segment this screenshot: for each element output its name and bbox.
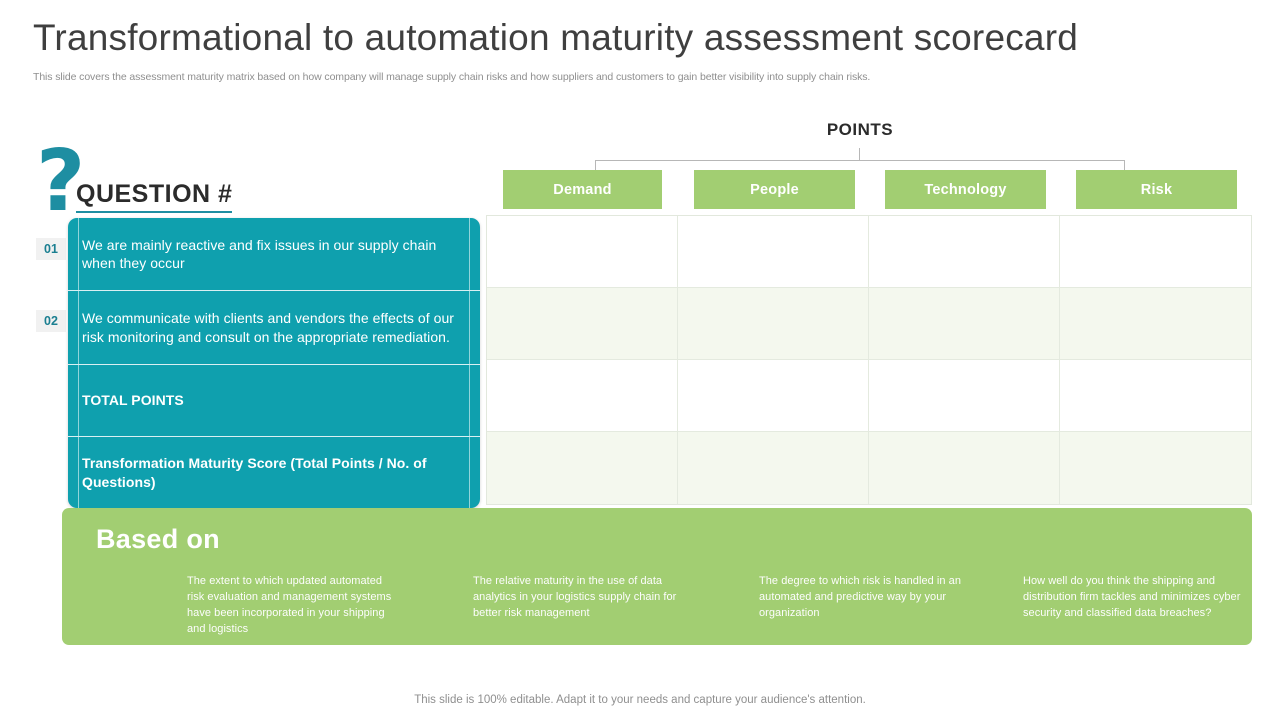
row-number-badge-02: 02: [36, 310, 66, 332]
bracket-right-tick: [1124, 160, 1125, 170]
grid-cell[interactable]: [678, 288, 869, 360]
panel-right-edge-line: [469, 218, 470, 508]
column-header-people[interactable]: People: [694, 170, 855, 209]
grid-cell[interactable]: [869, 360, 1060, 432]
maturity-score-row[interactable]: Transformation Maturity Score (Total Poi…: [68, 436, 480, 508]
question-mark-icon: ?: [36, 132, 86, 231]
grid-cell[interactable]: [1060, 288, 1251, 360]
based-on-item: The degree to which risk is handled in a…: [759, 575, 961, 619]
question-row-text: We are mainly reactive and fix issues in…: [82, 236, 437, 272]
grid-cell[interactable]: [1060, 432, 1251, 504]
row-number-badge-01: 01: [36, 238, 66, 260]
bracket-left-tick: [595, 160, 596, 170]
grid-cell[interactable]: [487, 432, 678, 504]
question-row-text: We communicate with clients and vendors …: [82, 310, 455, 345]
page-title: Transformational to automation maturity …: [33, 17, 1079, 58]
question-row[interactable]: We are mainly reactive and fix issues in…: [68, 218, 480, 290]
points-label: POINTS: [826, 120, 894, 139]
based-on-item: How well do you think the shipping and d…: [1023, 575, 1241, 619]
question-column-heading: QUESTION #: [76, 180, 233, 213]
grid-cell[interactable]: [678, 360, 869, 432]
total-points-label: TOTAL POINTS: [82, 392, 184, 409]
grid-cell[interactable]: [678, 216, 869, 288]
panel-left-edge-line: [78, 218, 79, 508]
total-points-row[interactable]: TOTAL POINTS: [68, 364, 480, 436]
grid-cell[interactable]: [1060, 360, 1251, 432]
grid-cell[interactable]: [869, 432, 1060, 504]
bracket-center-stem: [859, 148, 860, 161]
page-subtitle: This slide covers the assessment maturit…: [33, 71, 871, 83]
based-on-item: The relative maturity in the use of data…: [473, 575, 677, 619]
column-header-demand[interactable]: Demand: [503, 170, 662, 209]
question-row[interactable]: We communicate with clients and vendors …: [68, 290, 480, 364]
grid-cell[interactable]: [869, 288, 1060, 360]
grid-cell[interactable]: [1060, 216, 1251, 288]
points-bracket-connector: [595, 148, 1125, 170]
question-panel: We are mainly reactive and fix issues in…: [68, 218, 480, 508]
grid-cell[interactable]: [487, 216, 678, 288]
column-header-technology[interactable]: Technology: [885, 170, 1046, 209]
grid-cell[interactable]: [678, 432, 869, 504]
based-on-title: Based on: [96, 524, 220, 554]
footer-note: This slide is 100% editable. Adapt it to…: [414, 694, 866, 706]
grid-cell[interactable]: [487, 288, 678, 360]
column-header-risk[interactable]: Risk: [1076, 170, 1237, 209]
maturity-score-label: Transformation Maturity Score (Total Poi…: [82, 455, 427, 490]
bracket-horizontal-line: [595, 160, 1125, 161]
grid-cell[interactable]: [869, 216, 1060, 288]
score-grid: [486, 215, 1252, 505]
grid-cell[interactable]: [487, 360, 678, 432]
based-on-panel: Based on The extent to which updated aut…: [62, 508, 1252, 645]
based-on-item: The extent to which updated automated ri…: [187, 575, 392, 635]
